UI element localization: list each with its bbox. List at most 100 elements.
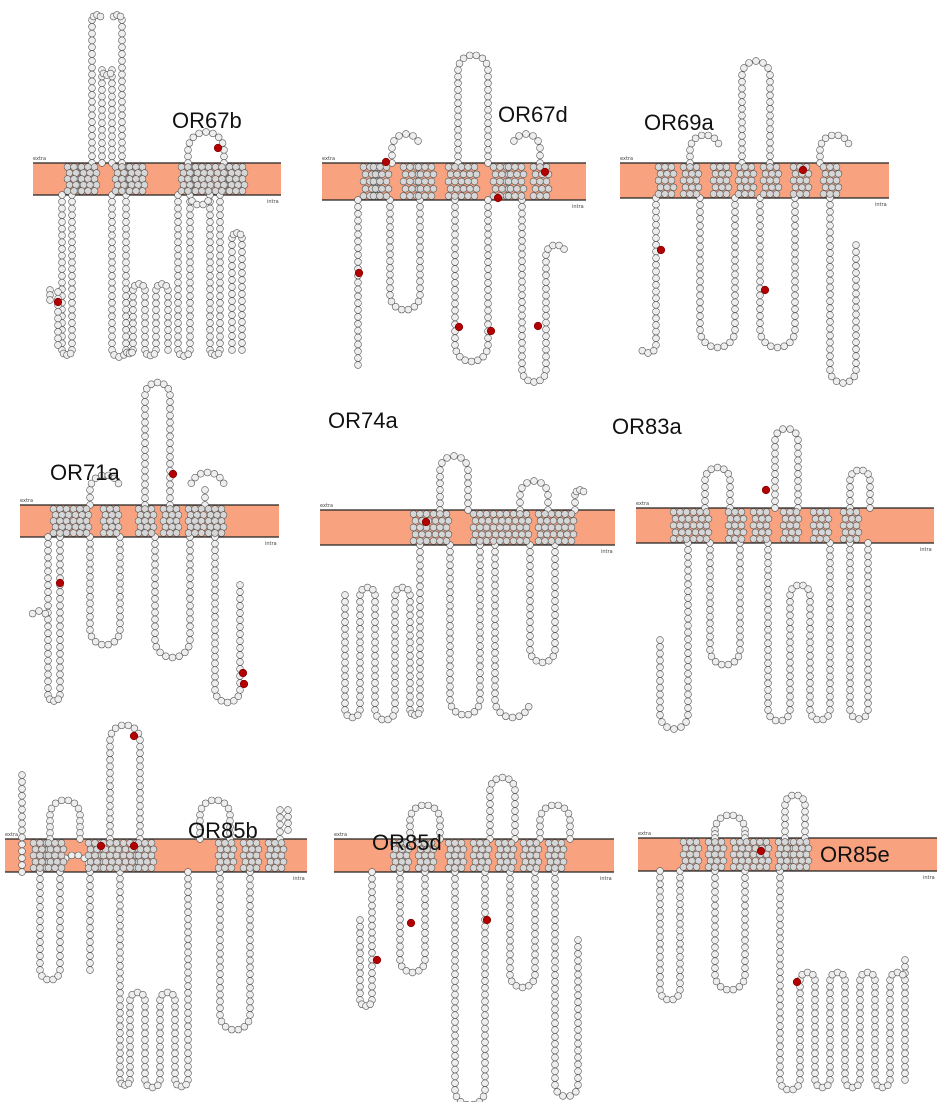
residue [175,340,182,347]
residue [777,922,784,929]
residue [507,937,514,944]
residue [417,203,424,210]
residue [127,1003,134,1010]
residue [795,498,802,505]
residue [847,560,854,567]
tm-residue [215,865,222,872]
tm-residue [535,846,542,853]
residue [772,491,779,498]
residue [87,580,94,587]
residue [857,1017,864,1024]
residue [483,348,490,355]
tm-residue [564,531,571,538]
residue [451,453,458,460]
residue [797,1010,804,1017]
residue [109,266,116,273]
residue [730,986,737,993]
marked-residue [483,916,491,924]
residue [355,355,362,362]
tm-residue [58,865,65,872]
residue [872,1070,879,1077]
residue [172,1037,179,1044]
residue [657,954,664,961]
residue [664,724,671,731]
intracellular-label: intra [923,875,935,881]
residue [152,575,159,582]
residue [797,1003,804,1010]
tm-residue [399,858,406,865]
tm-residue [693,839,700,846]
tm-residue [510,858,517,865]
residue [45,568,52,575]
residue [417,693,424,700]
residue [712,937,719,944]
residue [87,897,94,904]
residue [217,313,224,320]
tm-residue [552,852,559,859]
residue [109,100,116,107]
residue [109,120,116,127]
residue [485,286,492,293]
residue [533,657,540,664]
tm-residue [672,529,679,536]
residue [397,930,404,937]
residue [527,584,534,591]
residue [447,548,454,555]
residue [757,313,764,320]
residue [208,797,215,804]
residue [746,60,753,67]
residue [465,500,472,507]
residue [212,607,219,614]
residue [417,624,424,631]
residue [117,560,124,567]
tm-residue [668,177,675,184]
residue [119,105,126,112]
tm-residue [471,164,478,171]
tm-residue [817,509,824,516]
residue [853,276,860,283]
residue [792,271,799,278]
residue [369,936,376,943]
tm-residue [492,171,499,178]
residue [853,353,860,360]
residue [552,910,559,917]
residue [730,812,737,819]
residue [519,367,526,374]
residue [89,153,96,160]
tm-residue [670,170,677,177]
residue [187,320,194,327]
residue [777,1070,784,1077]
residue [519,231,526,238]
residue [123,239,130,246]
residue [130,307,137,314]
residue [217,273,224,280]
tm-residue [445,164,452,171]
tm-residue [370,193,377,200]
residue [707,566,714,573]
tm-residue [759,529,766,536]
tm-residue [823,522,830,529]
residue [99,100,106,107]
tm-residue [392,858,399,865]
tm-residue [757,522,764,529]
tm-residue [400,193,407,200]
residue [543,340,550,347]
residue [109,333,116,340]
tm-residue [148,865,155,872]
residue [792,229,799,236]
residue [575,1006,582,1013]
residue [417,617,424,624]
residue [417,597,424,604]
panel-or67d: extraintraOR67d [322,52,586,385]
residue [119,92,126,99]
residue [787,632,794,639]
residue [212,653,219,660]
residue [827,284,834,291]
tm-residue [430,858,437,865]
residue [452,300,459,307]
residue [107,750,114,757]
residue [109,198,116,205]
residue [167,481,174,488]
residue [207,326,214,333]
residue [767,105,774,112]
